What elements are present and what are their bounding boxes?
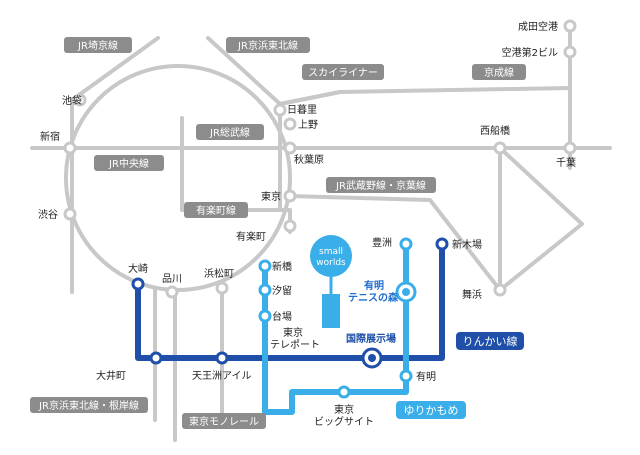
line-label-monorail-text: 東京モノレール	[189, 415, 259, 428]
station-label-hamamatsucho: 浜松町	[204, 267, 234, 280]
logo-text-small: small	[319, 247, 343, 257]
station-label-shinjuku: 新宿	[40, 130, 60, 143]
station-dot-hamamatsucho	[215, 281, 229, 295]
line-label-saikyo-text: JR埼京線	[77, 39, 118, 52]
logo-text-worlds: worlds	[316, 258, 346, 268]
station-dot-ariake	[399, 369, 413, 383]
musashino-line	[498, 146, 584, 292]
rinkai-station-markers	[131, 237, 449, 365]
line-label-yurikamome: ゆりかもめ	[396, 401, 466, 419]
line-label-sobu: JR総武線	[196, 124, 264, 140]
station-label-shinkiba: 新木場	[452, 238, 482, 251]
station-label-terminal2: 空港第2ビル	[502, 46, 558, 59]
line-label-keihin-negishi: JR京浜東北線・根岸線	[30, 397, 148, 413]
station-dot-funabashi	[493, 141, 507, 155]
station-dot-tokyo	[283, 189, 297, 203]
station-dot-yurakucho	[283, 219, 297, 233]
station-dot-shinagawa	[165, 285, 179, 299]
line-label-keihin-negishi-text: JR京浜東北線・根岸線	[38, 399, 139, 412]
station-dot-chiba	[563, 141, 577, 155]
station-dot-maihama	[493, 283, 507, 297]
station-label-daiba: 台場	[272, 310, 292, 323]
line-label-yurakucho-text: 有楽町線	[196, 204, 236, 217]
station-dot-shibuya	[63, 207, 77, 221]
station-dot-shinjuku	[63, 141, 77, 155]
station-label-shinbashi: 新橋	[272, 260, 292, 273]
station-dot-toyosu	[399, 237, 413, 251]
station-dot-osaki	[131, 277, 145, 291]
line-label-yurikamome-text: ゆりかもめ	[404, 404, 459, 417]
gray-rail-lines	[30, 24, 612, 442]
station-label-toyosu: 豊洲	[372, 236, 392, 249]
station-dot-terminal2	[563, 45, 577, 59]
station-label-akihabara: 秋葉原	[294, 153, 324, 166]
station-label-osaki: 大崎	[128, 262, 148, 275]
station-label-shibuya: 渋谷	[38, 208, 58, 221]
line-label-yurakucho: 有楽町線	[184, 202, 248, 218]
station-labels: 成田空港 空港第2ビル 池袋 日暮里 上野 西船橋 新宿 秋葉原 千葉 東京 渋…	[38, 20, 576, 428]
station-label-ariake: 有明	[416, 370, 436, 383]
station-dot-nippori	[273, 103, 287, 117]
line-label-musashino-keiyo-text: JR武蔵野線・京葉線	[335, 179, 426, 192]
yurikamome-line-path	[262, 244, 409, 415]
station-label-ikebukuro: 池袋	[62, 94, 82, 107]
small-worlds-logo-icon: small worlds	[310, 235, 352, 328]
station-label-yurakucho: 有楽町	[236, 230, 266, 243]
station-label-funabashi: 西船橋	[480, 124, 510, 137]
keisei-line	[278, 86, 572, 106]
station-dot-shinbashi	[258, 259, 272, 273]
station-dot-akihabara	[283, 141, 297, 155]
station-label-ueno: 上野	[298, 119, 318, 131]
line-label-musashino-keiyo: JR武蔵野線・京葉線	[326, 177, 436, 193]
line-label-rinkai: りんかい線	[456, 332, 524, 350]
line-label-keisei: 京成線	[472, 64, 526, 80]
station-dot-daiba	[258, 309, 272, 323]
station-dot-shinkiba	[435, 237, 449, 251]
line-label-monorail: 東京モノレール	[182, 413, 266, 429]
station-label-ariake-tennis-line1: 有明	[364, 279, 384, 292]
line-label-keihin-north: JR京浜東北線	[226, 37, 310, 53]
station-label-chiba: 千葉	[556, 156, 576, 169]
rinkai-line-path	[135, 244, 445, 361]
line-label-keisei-text: 京成線	[484, 66, 514, 79]
line-label-skyliner: スカイライナー	[302, 64, 384, 80]
station-label-oimachi: 大井町	[96, 369, 126, 382]
station-dot-ueno	[283, 117, 297, 131]
station-dot-tennozu	[215, 351, 229, 365]
station-label-bigsight-line2: ビッグサイト	[314, 415, 374, 428]
station-label-tennozu: 天王洲アイル	[192, 370, 252, 382]
station-label-nippori: 日暮里	[287, 103, 317, 116]
station-label-teleport-line1: 東京	[283, 326, 303, 339]
line-label-skyliner-text: スカイライナー	[308, 67, 378, 79]
station-label-maihama: 舞浜	[462, 289, 482, 301]
keiyo-line	[288, 146, 502, 292]
station-dot-ikebukuro	[73, 93, 87, 107]
line-label-sobu-text: JR総武線	[209, 126, 250, 139]
station-label-shinagawa: 品川	[162, 273, 182, 285]
station-dot-ariake-tennis	[395, 281, 417, 303]
line-label-chuo-text: JR中央線	[108, 157, 149, 170]
station-label-tokyo: 東京	[261, 190, 281, 203]
yamanote-loop-line	[64, 64, 292, 292]
gray-station-markers	[63, 19, 577, 299]
station-label-narita: 成田空港	[518, 20, 558, 33]
station-label-shiodome: 汐留	[272, 284, 292, 297]
station-dot-kokusai-tenjijo	[361, 347, 383, 369]
line-label-keihin-north-text: JR京浜東北線	[237, 39, 298, 52]
station-label-kokusai-tenjijo: 国際展示場	[346, 332, 396, 345]
station-label-ariake-tennis-line2: テニスの森	[348, 291, 399, 304]
station-label-teleport-line2: テレポート	[270, 339, 320, 351]
yurikamome-station-markers	[258, 237, 413, 399]
station-dot-narita	[563, 19, 577, 33]
line-label-saikyo: JR埼京線	[64, 37, 132, 53]
line-label-chuo: JR中央線	[94, 155, 164, 171]
station-dot-shiodome	[258, 283, 272, 297]
line-label-rinkai-text: りんかい線	[463, 334, 518, 348]
saikyo-line	[70, 36, 160, 294]
station-dot-oimachi	[149, 351, 163, 365]
station-label-bigsight-line1: 東京	[334, 403, 354, 416]
station-dot-bigsight	[337, 385, 351, 399]
